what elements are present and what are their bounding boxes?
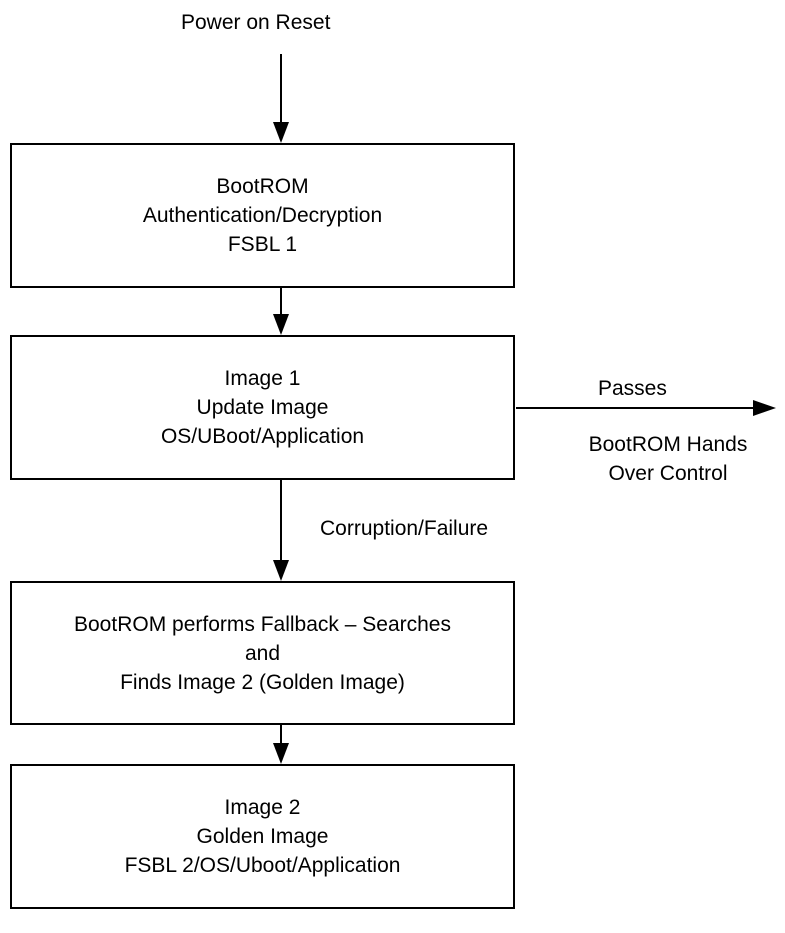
arrowhead-reset-to-bootrom	[273, 122, 289, 143]
node-fallback: BootROM performs Fallback – Searches and…	[10, 581, 515, 725]
node-image2-line-1: Image 2	[224, 796, 301, 819]
node-bootrom: BootROM Authentication/Decryption FSBL 1	[10, 143, 515, 288]
node-bootrom-line-3: FSBL 1	[227, 233, 298, 256]
arrowhead-fallback-to-image2	[273, 743, 289, 764]
edge-result-handover: BootROM Hands Over Control	[558, 430, 778, 488]
edge-result-line-2: Over Control	[608, 462, 728, 485]
arrowhead-bootrom-to-image1	[273, 314, 289, 335]
edge-label-failure: Corruption/Failure	[320, 517, 489, 540]
edge-label-passes: Passes	[598, 377, 667, 400]
node-bootrom-line-2: Authentication/Decryption	[142, 204, 383, 227]
start-label: Power on Reset	[181, 11, 331, 34]
arrowhead-image1-to-fallback	[273, 560, 289, 581]
node-image2: Image 2 Golden Image FSBL 2/OS/Uboot/App…	[10, 764, 515, 909]
node-image1-line-3: OS/UBoot/Application	[160, 425, 365, 448]
node-image1: Image 1 Update Image OS/UBoot/Applicatio…	[10, 335, 515, 480]
node-bootrom-line-1: BootROM	[216, 175, 309, 198]
arrowhead-image1-passes	[753, 400, 776, 416]
node-image2-line-2: Golden Image	[196, 825, 329, 848]
node-image1-line-1: Image 1	[224, 367, 301, 390]
node-image2-line-3: FSBL 2/OS/Uboot/Application	[124, 854, 401, 877]
node-image1-line-2: Update Image	[196, 396, 329, 419]
node-fallback-line-3: Finds Image 2 (Golden Image)	[120, 670, 405, 694]
edge-result-line-1: BootROM Hands	[588, 433, 748, 456]
node-fallback-line-2: and	[244, 641, 281, 665]
node-fallback-line-1: BootROM performs Fallback – Searches	[74, 612, 451, 636]
